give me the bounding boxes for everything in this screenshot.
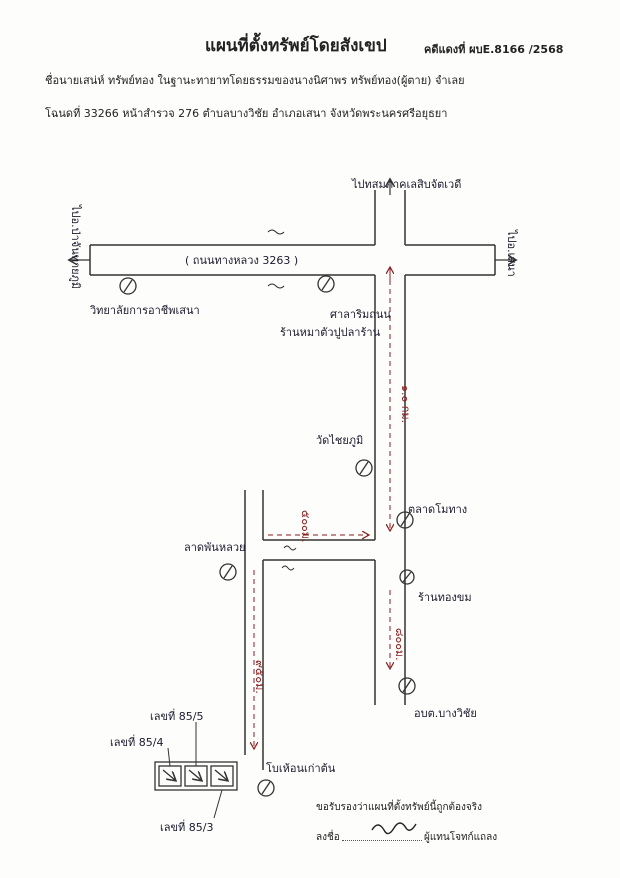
sign-label: ลงชื่อ (316, 832, 340, 843)
landmark-obt-icon (398, 677, 416, 695)
landmark-college-icon (119, 277, 137, 295)
road-label: ( ถนนทางหลวง 3263 ) (185, 254, 298, 267)
certification-text: ขอรับรองว่าแผนที่ตั้งทรัพย์นี้ถูกต้องจริ… (316, 802, 483, 813)
landmark-house-icon (257, 779, 275, 797)
direction-west: ไปอ.ป่าจันทายภูมิ (69, 204, 82, 289)
bridge-icon (267, 229, 297, 571)
road-east-south (374, 275, 406, 705)
landmark-market: ตลาดโมทาง (408, 502, 467, 516)
landmark-fish-shop: ร้านหมาตัวปูปลาร้าน (280, 326, 381, 339)
landmark-temple-icon (355, 459, 373, 477)
distance-500m: ๕๐๐ม. (299, 510, 312, 543)
distance-950m: ๙๕๐ม. (253, 660, 266, 694)
signature (371, 822, 417, 835)
property-plots (154, 761, 238, 791)
cross-road (263, 539, 375, 561)
map-title: แผนที่ตั้งทรัพย์โดยสังเขป (205, 36, 387, 56)
plot-85-5: เลขที่ 85/5 (150, 708, 203, 723)
plot-85-3: เลขที่ 85/3 (160, 819, 213, 834)
landmark-house: โบเห้อนเก่าต้น (266, 761, 336, 775)
landmark-college: วิทยาลัยการอาชีพเสนา (89, 304, 199, 317)
debtor-line: ชื่อนายเสน่ห์ ทรัพย์ทอง ในฐานะทายาทโดยธร… (45, 74, 465, 87)
road-west-south (244, 490, 264, 770)
landmark-obt: อบต.บางวิชัย (414, 707, 477, 720)
plot-pointers (167, 722, 223, 819)
plot-85-4: เลขที่ 85/4 (110, 734, 163, 749)
deed-line: โฉนดที่ 33266 หน้าสำรวจ 276 ตำบลบางวิชัย… (45, 107, 448, 120)
landmark-shelter: ศาลาริมถนน (330, 308, 391, 321)
signature-line (342, 840, 422, 841)
landmark-office: ลาดพันหลวย (184, 541, 245, 554)
landmark-gold-shop: ร้านทองขม (418, 591, 472, 604)
landmark-office-icon (219, 563, 237, 581)
direction-east: ไปอ.เสนา (505, 229, 518, 277)
landmark-market-icon (396, 511, 414, 529)
case-number: คดีแดงที่ ผบE.8166 /2568 (424, 43, 564, 56)
road-north (374, 190, 406, 245)
landmark-shelter-icon (317, 275, 335, 293)
direction-north: ไปทสมภาคเลสิบจัตเวดี (351, 178, 461, 191)
landmark-shop-icon (399, 569, 415, 585)
sign-role: ผู้แทนโจทก์แถลง (424, 832, 498, 843)
landmark-temple: วัดไชยภูมิ (316, 434, 363, 447)
distance-800m: ๘๐๐ม. (393, 628, 406, 661)
distance-1km: ๑.๐ กม. (399, 385, 412, 423)
